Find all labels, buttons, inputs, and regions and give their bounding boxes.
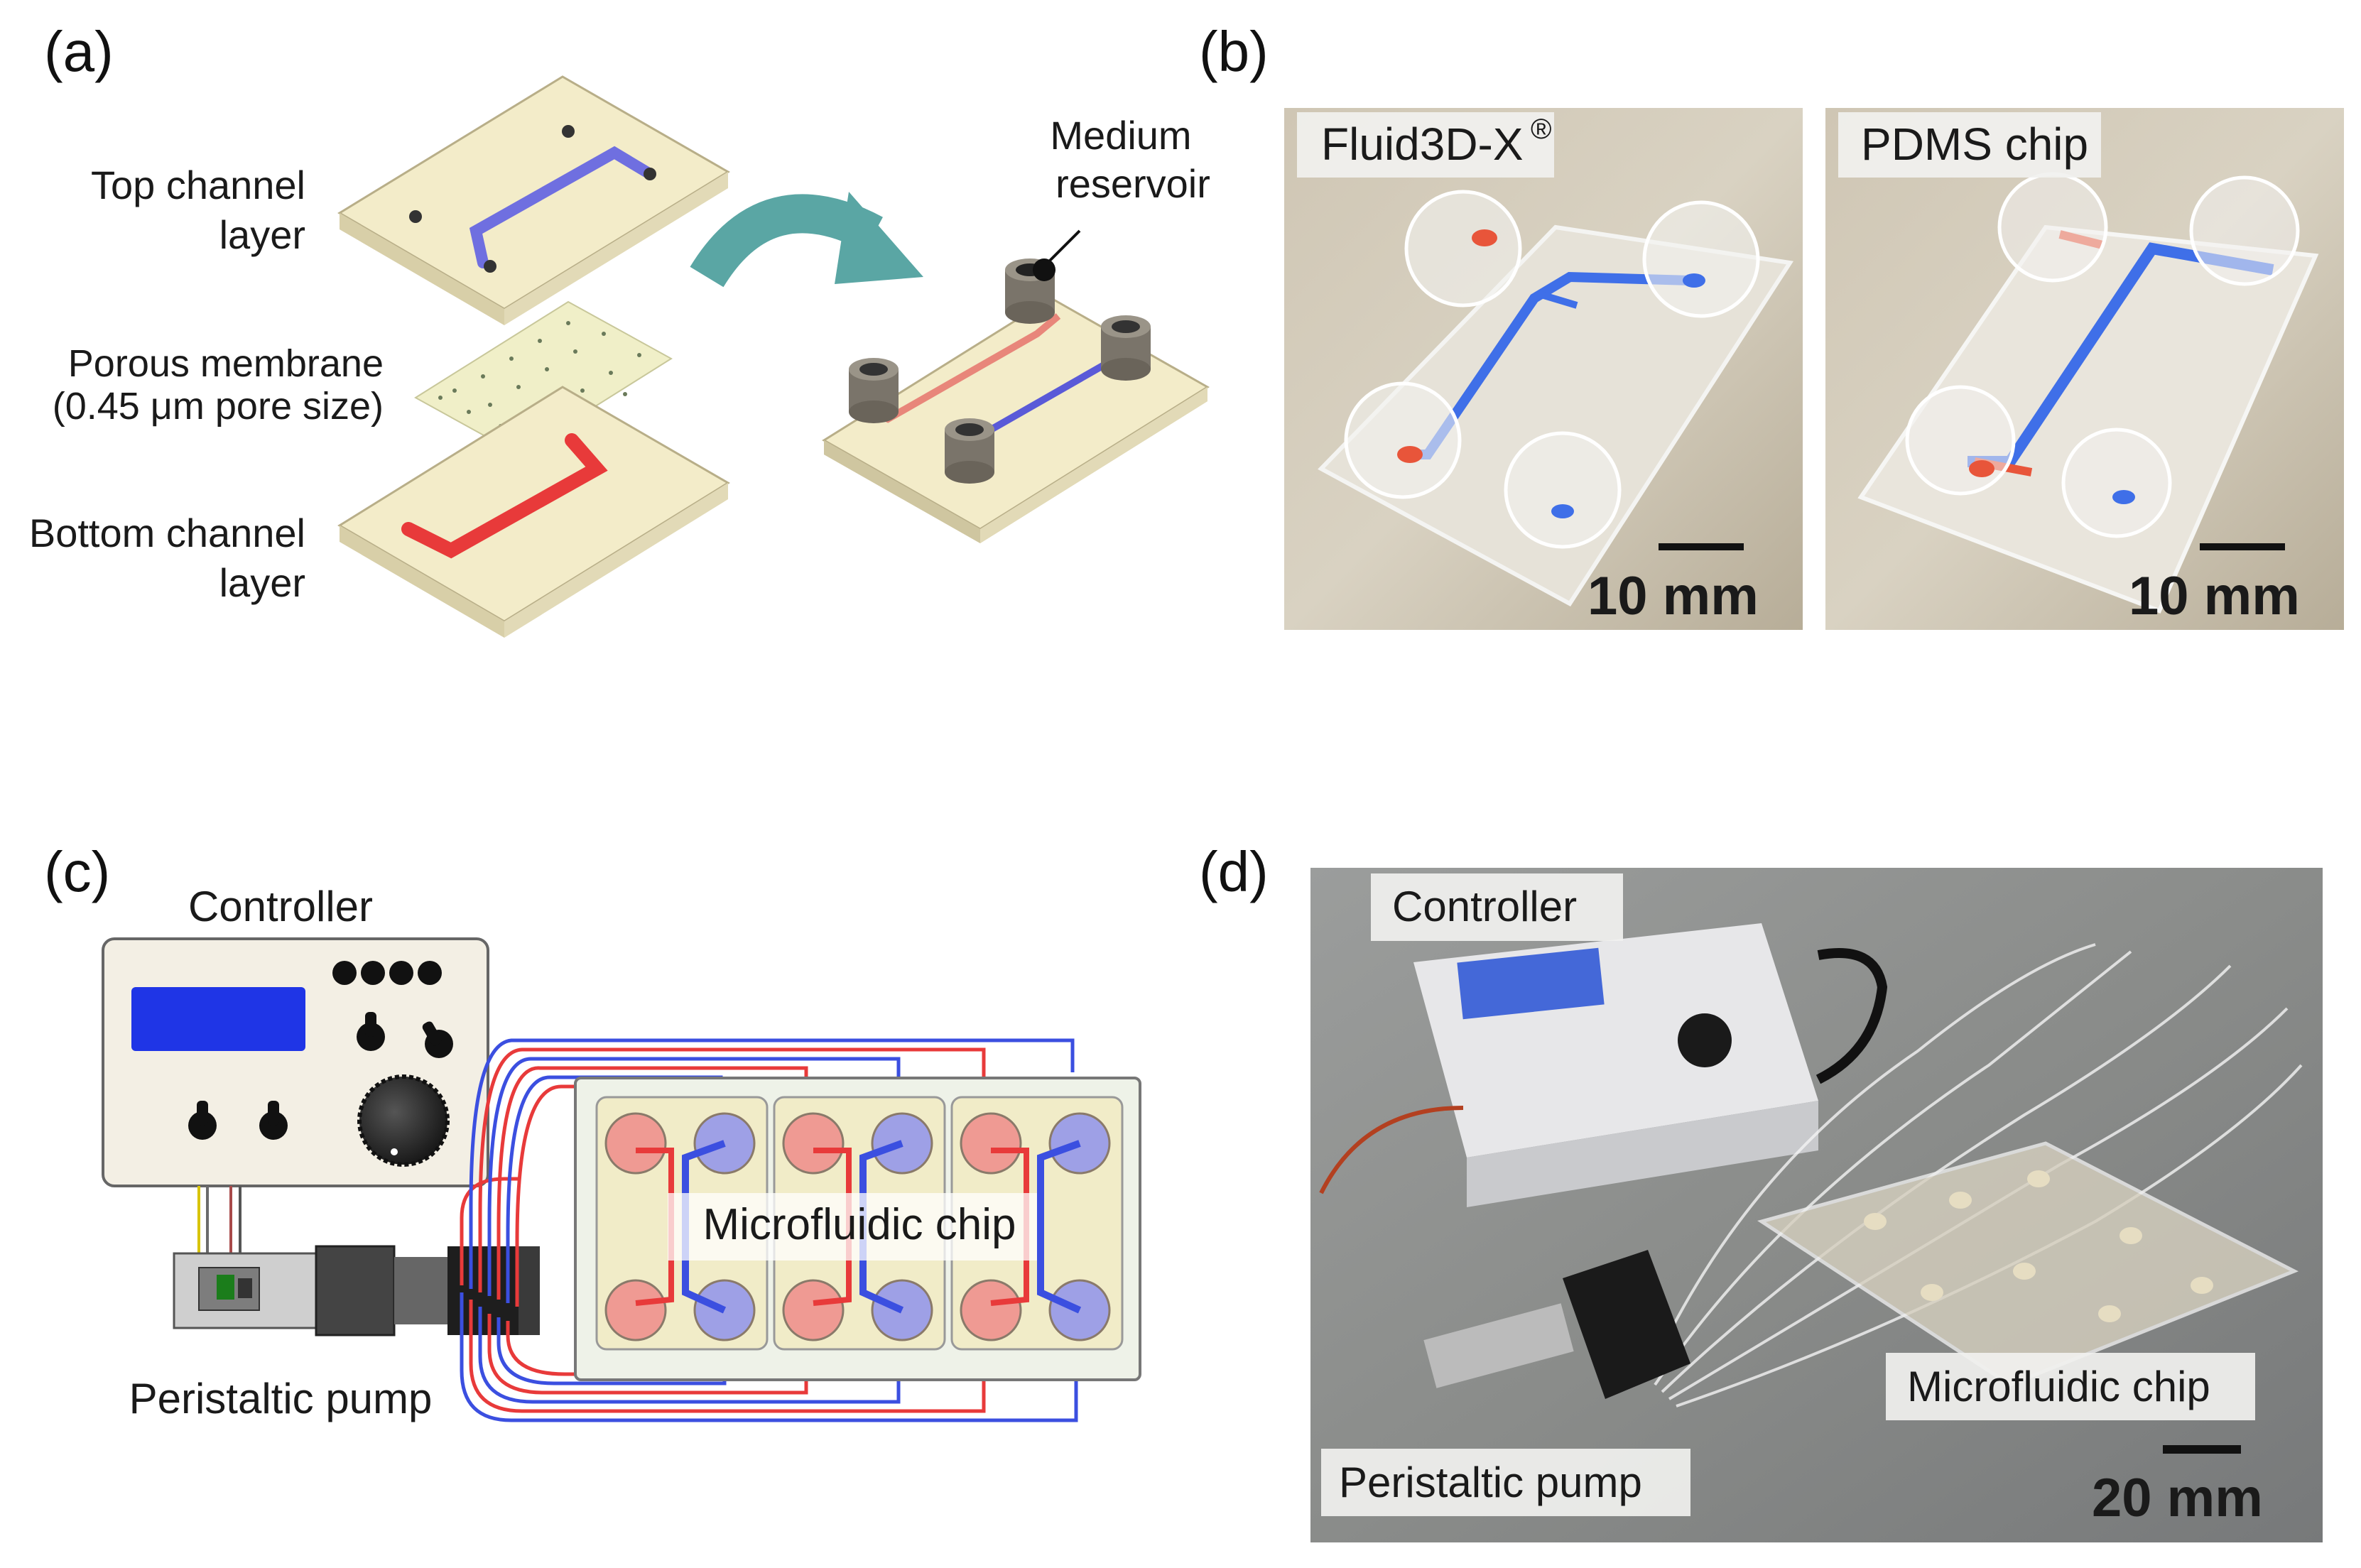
speed-knob — [357, 1074, 450, 1167]
photo-fluid3d-x: Fluid3D-X ® 10 mm — [1284, 108, 1803, 630]
photo-chip-label: Microfluidic chip — [1907, 1363, 2210, 1410]
panel-d-label: (d) — [1199, 840, 1269, 903]
chip-label-bg — [668, 1193, 1037, 1261]
microfluidic-chip-illustration: Microfluidic chip — [574, 1077, 1141, 1381]
scale-bar-d — [2163, 1445, 2241, 1454]
photo-pump-bg — [1321, 1449, 1690, 1516]
scale-bar-right — [2200, 543, 2285, 550]
fluid3d-title-bg — [1297, 112, 1554, 178]
tubing-bundle — [460, 1038, 1078, 1422]
top-layer-label-line1: Top channel — [91, 163, 305, 207]
toggle-switch — [357, 1012, 385, 1051]
panel-a-label: (a) — [44, 20, 114, 83]
scale-bar-left — [1659, 543, 1744, 550]
toggle-switch — [188, 1101, 217, 1140]
reservoir-bottom — [945, 418, 994, 484]
fluid3d-registered-mark: ® — [1531, 114, 1551, 145]
top-layer-label-line2: layer — [219, 212, 305, 257]
bottom-channel-layer-illustration — [337, 386, 730, 638]
panel-c: (c) Controller — [44, 840, 1141, 1422]
panel-b: (b) Fluid3D-X ® 10 mm — [1199, 20, 2344, 630]
chip-label: Microfluidic chip — [702, 1200, 1016, 1249]
scale-label-right: 10 mm — [2129, 566, 2300, 626]
bottom-layer-label-line1: Bottom channel — [29, 511, 305, 555]
panel-b-label: (b) — [1199, 20, 1269, 83]
bottom-layer-label-line2: layer — [219, 560, 305, 605]
chip-unit-3 — [960, 1112, 1111, 1341]
controller-display — [131, 987, 305, 1051]
membrane-label-line2: (0.45 μm pore size) — [53, 385, 384, 428]
toggle-switch — [422, 1021, 453, 1058]
scale-label-d: 20 mm — [2092, 1468, 2263, 1528]
toggle-switch — [259, 1101, 288, 1140]
pdms-title: PDMS chip — [1861, 119, 2088, 170]
controller-illustration — [102, 937, 489, 1253]
reservoir-left — [849, 358, 899, 423]
porous-membrane-illustration — [414, 300, 673, 456]
photo-pump-label: Peristaltic pump — [1339, 1459, 1642, 1506]
pdms-title-bg — [1838, 112, 2101, 178]
chip-unit-2 — [782, 1112, 933, 1341]
photo-controller-bg — [1371, 873, 1623, 941]
assembled-chip-illustration — [822, 229, 1210, 543]
photo-pdms-chip: PDMS chip 10 mm — [1825, 108, 2344, 630]
peristaltic-pump-illustration — [173, 1245, 540, 1336]
membrane-label-line1: Porous membrane — [68, 342, 384, 385]
scale-label-left: 10 mm — [1587, 566, 1759, 626]
pump-label: Peristaltic pump — [129, 1375, 433, 1422]
photo-setup: Controller Peristaltic pump Microfluidic… — [1310, 868, 2323, 1542]
panel-c-label: (c) — [44, 840, 110, 903]
reservoir-label-line1: Medium — [1050, 113, 1191, 158]
panel-a: (a) Top channel layer — [29, 20, 1210, 638]
panel-d: (d) — [1199, 840, 2323, 1542]
reservoir-right — [1101, 315, 1151, 381]
fluid3d-title: Fluid3D-X — [1321, 119, 1524, 170]
top-channel-layer-illustration — [337, 75, 730, 325]
assembly-arrow-head — [835, 192, 923, 284]
photo-controller-label: Controller — [1392, 883, 1577, 930]
photo-chip-bg — [1886, 1353, 2255, 1420]
controller-label: Controller — [188, 883, 373, 930]
reservoir-label-line2: reservoir — [1055, 161, 1210, 206]
